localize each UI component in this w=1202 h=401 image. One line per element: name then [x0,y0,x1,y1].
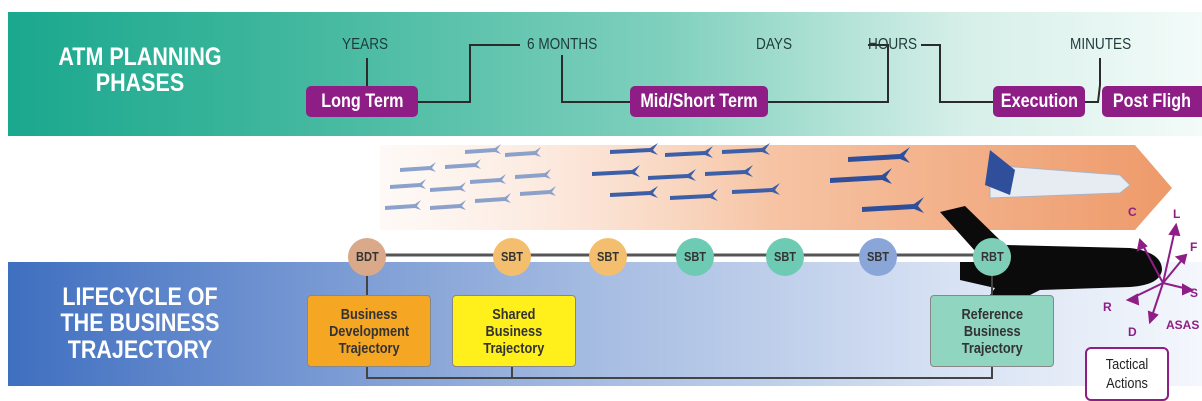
sbt-line2: Business [485,322,543,340]
aircraft-fleet-medium [592,143,780,201]
business-development-trajectory-box: Business Development Trajectory [307,295,431,367]
phase-post-flight: Post Fligh [1102,86,1202,117]
trajectory-connectors [366,272,993,379]
node-bdt: BDT [348,238,386,276]
compass-label-asas: ASAS [1166,318,1200,332]
rbt-line2: Business [963,322,1021,340]
aircraft-lead [985,150,1131,199]
scale-minutes: MINUTES [1070,36,1132,53]
node-rbt: RBT [973,238,1011,276]
tactical-actions-box: Tactical Actions [1085,347,1169,401]
compass-letter-d: D [1128,325,1137,339]
compass-letter-c: C [1128,205,1137,219]
bdt-line2: Development [328,322,410,340]
scale-hours: HOURS [868,36,918,53]
tactical-compass [1125,222,1195,325]
lifecycle-title-line2: THE BUSINESS [60,309,220,338]
tactical-line1: Tactical [1105,356,1149,373]
node-sbt-2: SBT [589,238,627,276]
rbt-line3: Trajectory [961,339,1023,357]
sbt-line1: Shared [492,305,536,323]
compass-letter-f: F [1190,240,1198,254]
bdt-line3: Trajectory [338,339,400,357]
shared-business-trajectory-box: Shared Business Trajectory [452,295,576,367]
node-sbt-1: SBT [493,238,531,276]
planning-title-line1: ATM PLANNING [58,43,222,71]
lifecycle-title-line1: LIFECYCLE OF [62,283,218,311]
scale-days: DAYS [756,36,793,53]
aircraft-fleet-large [830,147,924,213]
tactical-line2: Actions [1106,375,1148,392]
rbt-line1: Reference [961,305,1023,323]
planning-phases-title: ATM PLANNING PHASES [37,44,243,97]
planning-connector-path [366,44,1101,103]
scale-years: YEARS [342,36,389,53]
aircraft-fleet-small [385,144,556,210]
compass-letter-l: L [1173,207,1181,221]
phase-mid-short-term: Mid/Short Term [630,86,768,117]
black-aircraft-silhouette [940,206,1162,305]
scale-6-months: 6 MONTHS [527,36,598,53]
sbt-line3: Trajectory [483,339,545,357]
planning-title-line2: PHASES [95,69,185,98]
node-sbt-5: SBT [859,238,897,276]
compass-letter-r: R [1103,300,1112,314]
bdt-line1: Business [340,305,398,323]
lifecycle-title: LIFECYCLE OF THE BUSINESS TRAJECTORY [37,284,243,363]
reference-business-trajectory-box: Reference Business Trajectory [930,295,1054,367]
phase-execution: Execution [993,86,1085,117]
phase-long-term: Long Term [306,86,418,117]
lifecycle-title-line3: TRAJECTORY [67,335,213,364]
node-sbt-3: SBT [676,238,714,276]
compass-letter-s: S [1190,286,1199,300]
node-sbt-4: SBT [766,238,804,276]
